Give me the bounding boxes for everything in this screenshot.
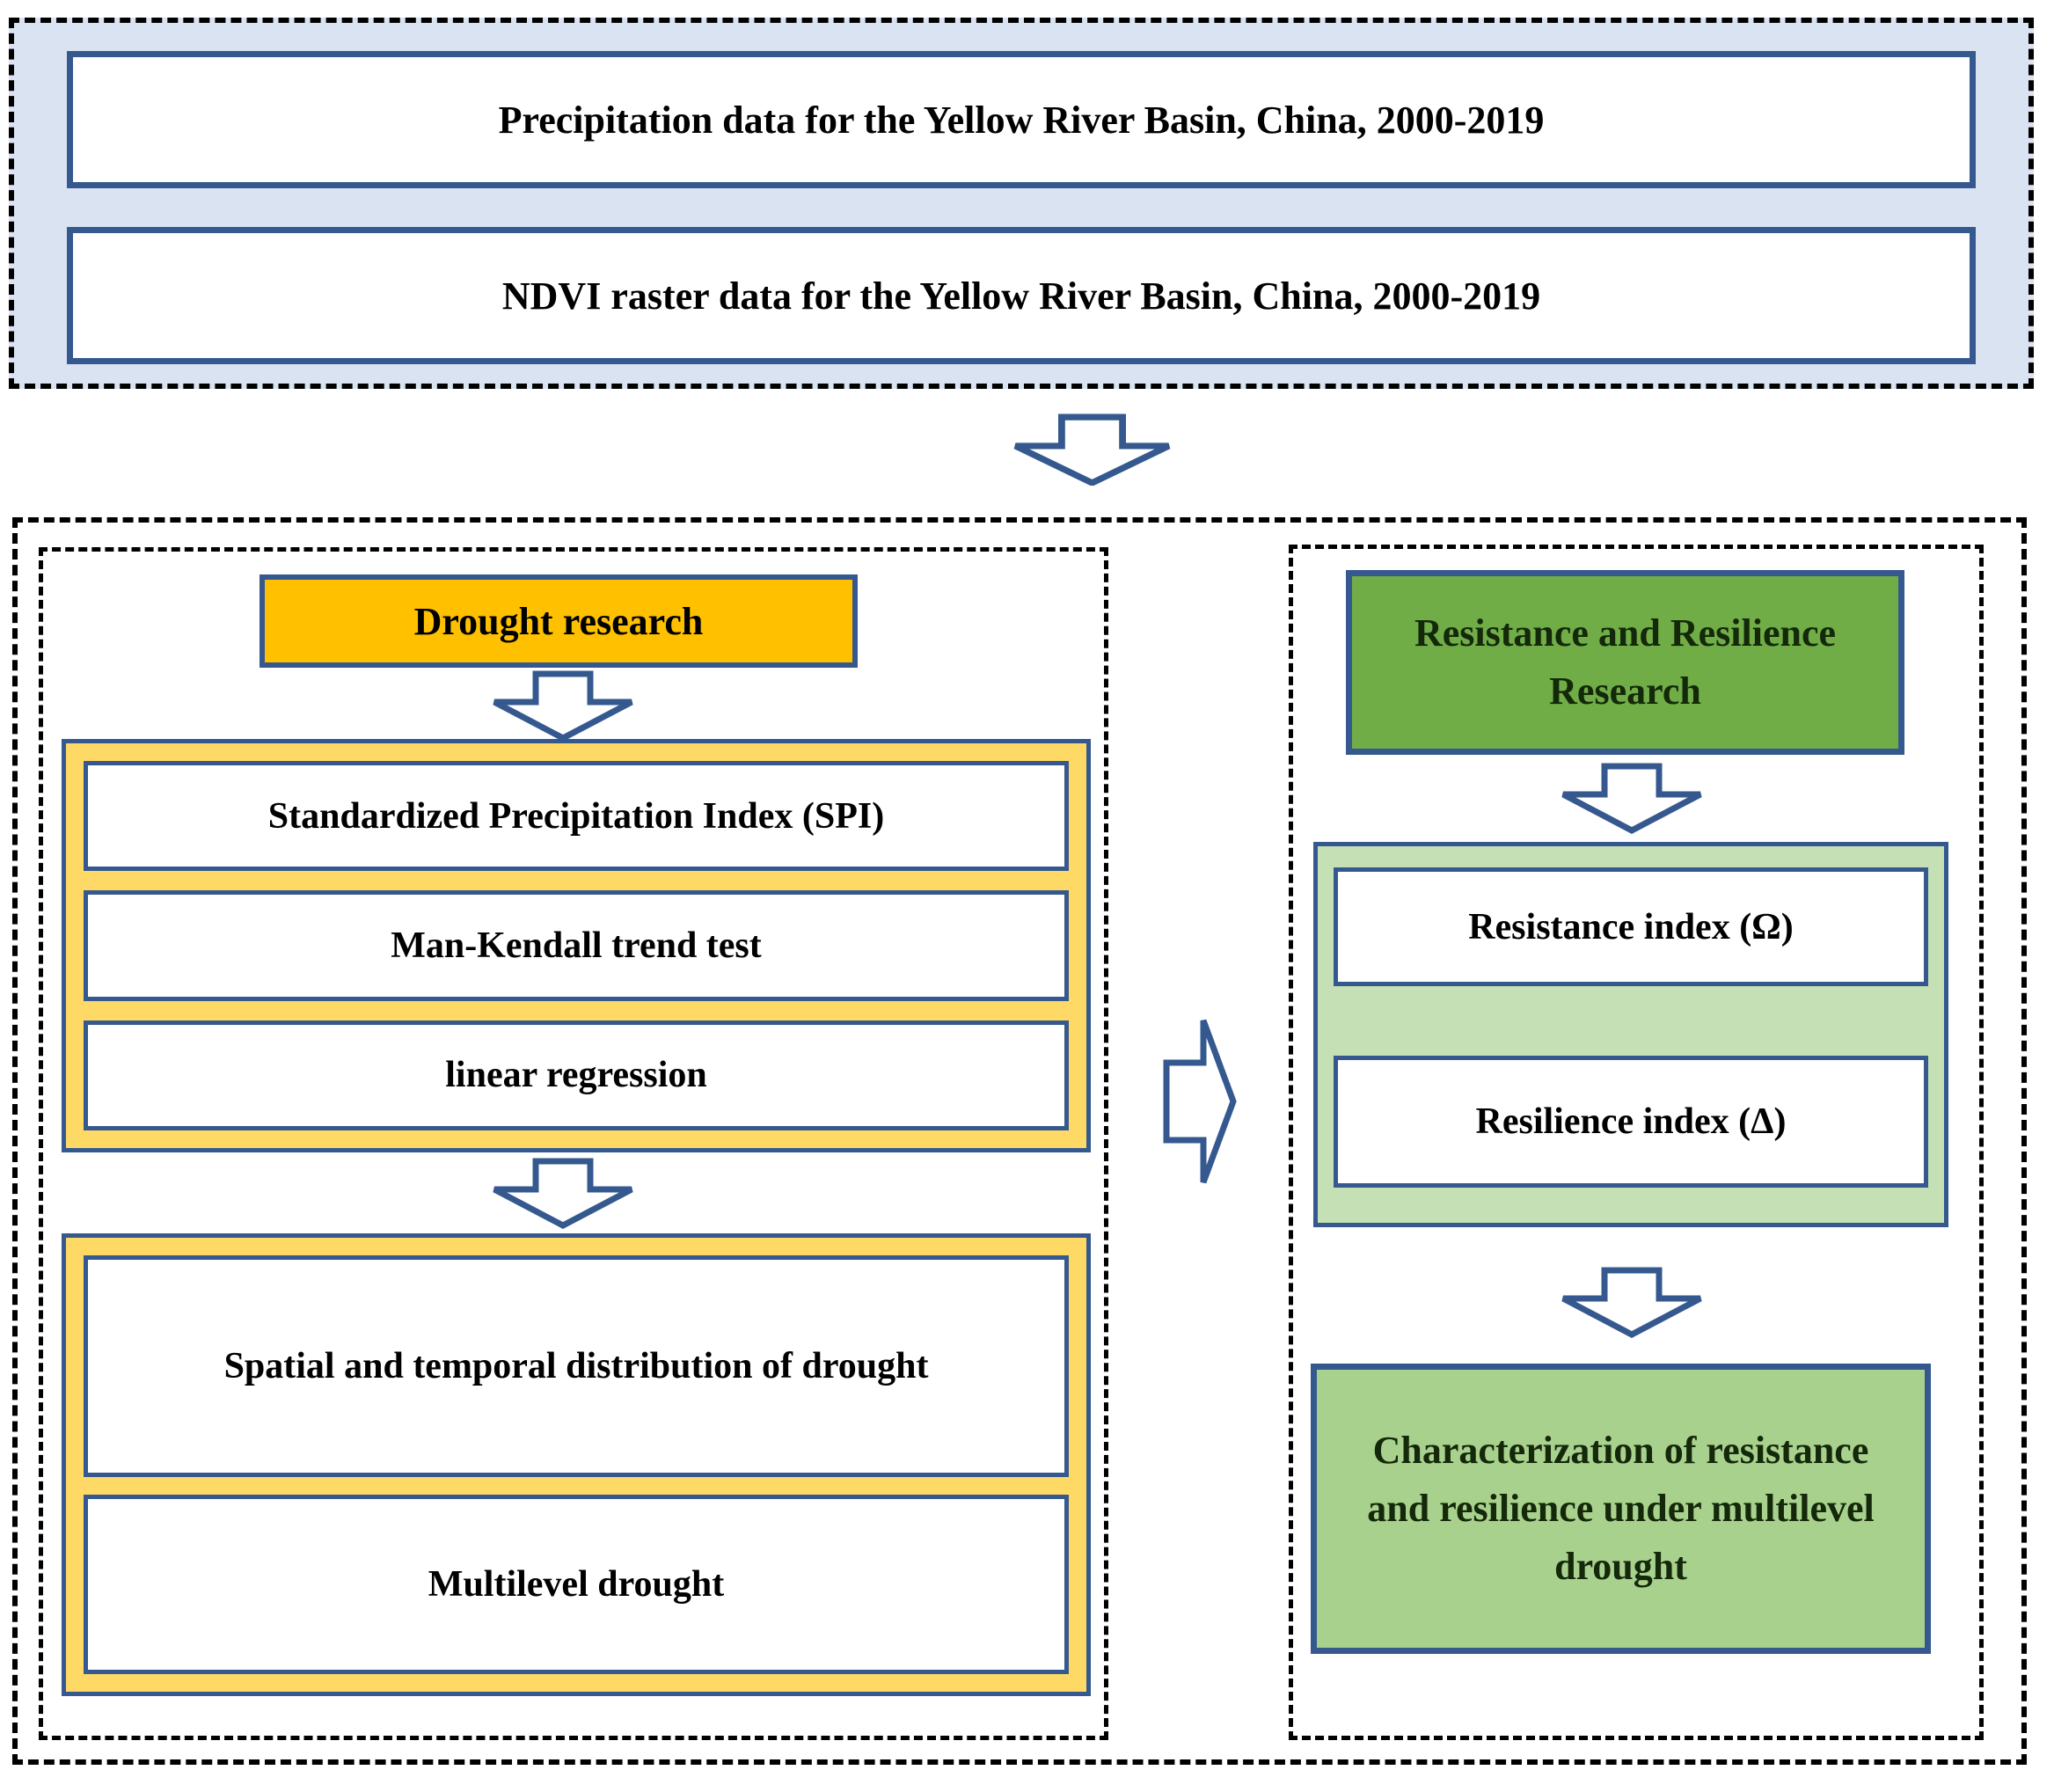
drought-results-group: Spatial and temporal distribution of dro… [62, 1233, 1091, 1696]
indices-group: Resistance index (Ω) Resilience index (Δ… [1313, 842, 1948, 1227]
resistance-research-header-label: Resistance and Resilience Research [1414, 611, 1837, 713]
result-box-spatial-temporal: Spatial and temporal distribution of dro… [84, 1255, 1069, 1478]
method-label: Man-Kendall trend test [391, 925, 762, 966]
characterization-outcome-box: Characterization of resistance and resil… [1311, 1364, 1931, 1654]
down-arrow-icon [1561, 763, 1702, 834]
drought-research-section: Drought research Standardized Precipitat… [39, 547, 1108, 1740]
characterization-outcome-label: Characterization of resistance and resil… [1367, 1429, 1875, 1588]
resilience-index-box: Resilience index (Δ) [1334, 1056, 1928, 1188]
resilience-index-label: Resilience index (Δ) [1475, 1101, 1787, 1142]
result-label: Spatial and temporal distribution of dro… [223, 1346, 929, 1387]
method-box-mann-kendall: Man-Kendall trend test [84, 890, 1069, 1001]
down-arrow-icon [493, 1158, 633, 1229]
resistance-research-section: Resistance and Resilience Research Resis… [1289, 545, 1984, 1740]
resistance-research-header: Resistance and Resilience Research [1346, 570, 1904, 755]
precipitation-data-label: Precipitation data for the Yellow River … [498, 98, 1545, 142]
input-data-panel: Precipitation data for the Yellow River … [9, 18, 2034, 389]
method-box-spi: Standardized Precipitation Index (SPI) [84, 761, 1069, 872]
ndvi-data-box: NDVI raster data for the Yellow River Ba… [67, 227, 1976, 364]
indices-spacer [1334, 986, 1928, 1056]
down-arrow-icon [1561, 1267, 1702, 1338]
result-box-multilevel-drought: Multilevel drought [84, 1495, 1069, 1674]
method-label: Standardized Precipitation Index (SPI) [267, 795, 885, 837]
resistance-index-label: Resistance index (Ω) [1468, 906, 1794, 947]
drought-methods-group: Standardized Precipitation Index (SPI) M… [62, 739, 1091, 1152]
result-label: Multilevel drought [428, 1564, 725, 1605]
method-box-linear-regression: linear regression [84, 1020, 1069, 1130]
drought-research-header-label: Drought research [413, 599, 704, 643]
down-arrow-icon [1013, 413, 1171, 486]
down-arrow-icon [493, 670, 633, 742]
precipitation-data-box: Precipitation data for the Yellow River … [67, 51, 1976, 188]
resistance-index-box: Resistance index (Ω) [1334, 867, 1928, 986]
method-label: linear regression [445, 1055, 707, 1096]
research-outer-box [12, 517, 2027, 1765]
right-arrow-icon [1163, 1019, 1237, 1184]
ndvi-data-label: NDVI raster data for the Yellow River Ba… [501, 274, 1541, 318]
drought-research-header: Drought research [259, 574, 858, 668]
